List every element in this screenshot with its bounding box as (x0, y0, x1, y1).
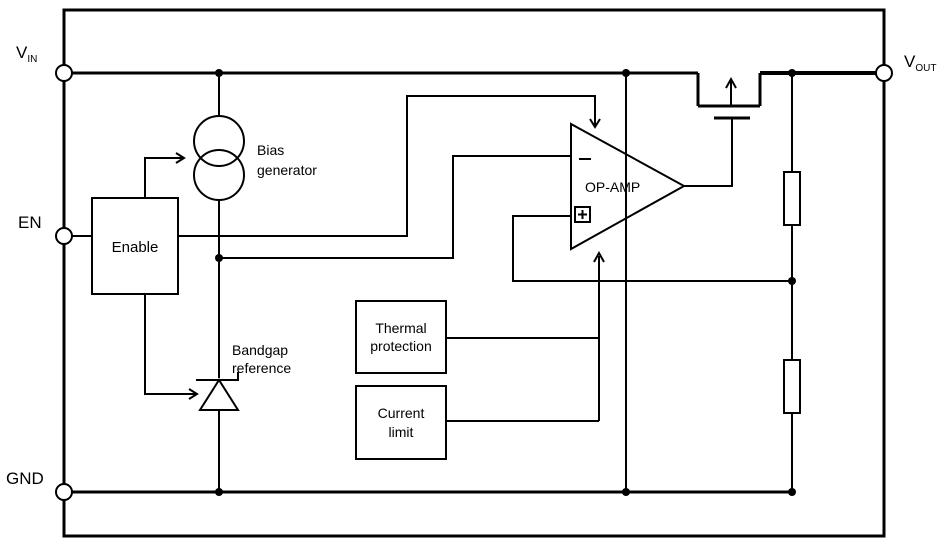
resistor-upper (783, 171, 801, 226)
bias-label-line2: generator (257, 162, 317, 178)
thermal-label-line1: Thermal (375, 320, 426, 336)
protection-arrow (593, 250, 605, 263)
vin-label: VIN (16, 43, 37, 65)
junction-dot (788, 69, 796, 77)
resistor-lower (783, 359, 801, 414)
vout-label: VOUT (904, 52, 936, 74)
junction-dot (215, 69, 223, 77)
junction-dot (215, 488, 223, 496)
enable-to-bias-arrow (175, 152, 186, 164)
enable-block (91, 197, 179, 295)
opamp-label: OP-AMP (585, 179, 640, 195)
bias-circle-lower (193, 149, 245, 201)
enable-to-bias-wire (144, 157, 183, 198)
enable-to-bandgap-wire (144, 294, 196, 395)
enable-to-opamp-arrow (589, 118, 601, 129)
bias-circle-upper (193, 115, 245, 167)
current-limit-block (355, 385, 447, 460)
thermal-protection-block (355, 300, 447, 374)
chip-outline (62, 8, 886, 538)
bandgap-bar (196, 372, 239, 381)
current-label-line2: limit (389, 424, 414, 440)
gnd-label: GND (6, 469, 44, 488)
enable-to-opamp-wire (178, 95, 596, 237)
opamp-to-gate-wire (684, 118, 733, 187)
en-pin[interactable] (55, 227, 73, 245)
junction-dot (215, 254, 223, 262)
junction-dot (788, 488, 796, 496)
feedback-wire (512, 215, 793, 282)
junction-dot (788, 277, 796, 285)
thermal-label-line2: protection (370, 338, 431, 354)
vout-pin[interactable] (875, 64, 893, 82)
enable-to-bandgap-arrow (188, 388, 199, 400)
current-label-line1: Current (378, 405, 425, 421)
bandgap-symbol (198, 378, 240, 411)
mosfet-body-arrow (725, 76, 737, 89)
reference-to-opamp-wire (219, 155, 571, 259)
bandgap-label-line2: reference (232, 360, 291, 376)
en-label: EN (18, 213, 42, 232)
junction-dot (622, 488, 630, 496)
opamp-symbol (570, 122, 687, 251)
vin-pin[interactable] (55, 64, 73, 82)
gnd-pin[interactable] (55, 483, 73, 501)
junction-dot (622, 69, 630, 77)
bandgap-label-line1: Bandgap (232, 342, 288, 358)
bias-label-line1: Bias (257, 142, 284, 158)
enable-label: Enable (112, 239, 159, 256)
